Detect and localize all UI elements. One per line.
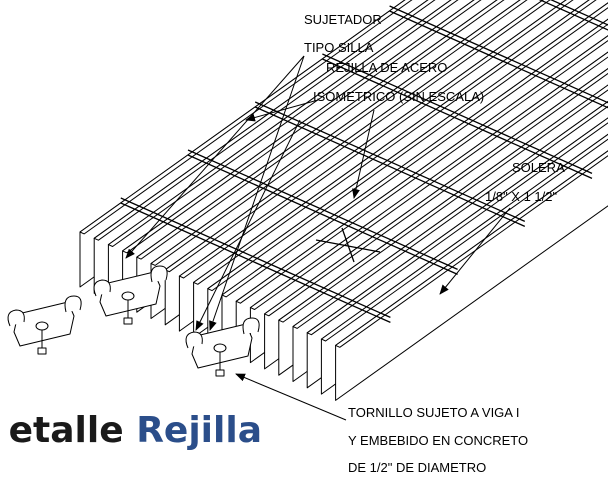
bearing-bar-top — [93, 0, 436, 241]
bearing-bar-top — [292, 100, 608, 329]
saddle-clip-nut — [123, 317, 133, 325]
cross-bar-edge — [187, 154, 458, 275]
saddle-clips — [7, 265, 260, 377]
bearing-bar-top — [207, 2, 608, 292]
leader-line — [195, 119, 301, 331]
bearing-bar-top — [249, 51, 608, 310]
saddle-clip-bolt-head — [121, 291, 135, 301]
saddle-clip-bolt-head — [213, 343, 227, 353]
saddle-clip-detached-bolt-head — [35, 321, 49, 331]
bearing-bar-top — [320, 133, 608, 342]
title-word-detail: etalle — [8, 410, 124, 451]
saddle-clip-detached-nut — [37, 347, 47, 355]
cross-bar-edge — [254, 106, 526, 227]
cross-bar-edge — [120, 202, 391, 323]
cross-bar — [120, 197, 391, 318]
bearing-bar-top — [164, 0, 551, 273]
bearing-bar-label-line2: 1/8" X 1 1/2" — [485, 189, 558, 204]
saddle-clip-nut — [215, 369, 225, 377]
bolt-label-line3: DE 1/2" DE DIAMETRO — [348, 460, 487, 475]
leader-line — [125, 55, 305, 259]
center-mark — [341, 227, 355, 263]
bearing-bar-top — [193, 0, 597, 285]
bearing-bar-top — [178, 0, 574, 279]
saddle-clip-detached-hook — [7, 309, 25, 327]
bearing-bar-top — [264, 67, 608, 317]
page-title: etalle Rejilla — [0, 405, 262, 465]
grating-label-line1: REJILLA DE ACERO — [326, 60, 448, 75]
fastener-label-line2: TIPO SILLA — [304, 40, 374, 55]
leader-line — [235, 373, 347, 421]
fastener-label-line1: SUJETADOR — [304, 12, 382, 27]
bearing-bar-top — [221, 18, 608, 298]
bearing-bar-top — [235, 35, 608, 304]
cross-bar-edge — [389, 10, 608, 109]
cross-bar — [187, 149, 458, 270]
saddle-clip-hook — [185, 331, 203, 349]
leader-line — [209, 55, 305, 331]
bearing-bar-top — [136, 0, 505, 260]
leader-line — [245, 99, 319, 122]
saddle-clip-hook — [93, 279, 111, 297]
bolt-label-line2: Y EMBEBIDO EN CONCRETO — [348, 433, 529, 448]
bearing-bar — [335, 150, 608, 401]
bearing-bar-top — [335, 150, 608, 348]
bearing-bar-top — [150, 0, 528, 266]
cross-bar-edge — [538, 0, 608, 31]
leader-lines — [125, 55, 511, 421]
leader-line — [352, 109, 375, 199]
cross-bar-edge — [322, 58, 593, 179]
saddle-clip-hook — [150, 265, 168, 283]
cross-bar — [389, 5, 608, 104]
cross-bar — [322, 53, 593, 174]
grating-label-line2: ISOMETRICO (SIN ESCALA) — [313, 89, 485, 104]
bearing-bar-label-line1: SOLERA — [512, 160, 565, 175]
bearing-bar-top — [107, 0, 459, 247]
leader-line — [439, 207, 511, 295]
bearing-bar-top — [306, 117, 608, 336]
cross-bar — [254, 101, 526, 222]
saddle-clip-detached-hook — [64, 295, 82, 313]
title-word-grating: Rejilla — [136, 410, 262, 451]
cross-bar — [550, 0, 608, 26]
cross-bars — [120, 0, 608, 323]
saddle-clip-hook — [242, 317, 260, 335]
bolt-label-line1: TORNILLO SUJETO A VIGA I — [348, 405, 520, 420]
